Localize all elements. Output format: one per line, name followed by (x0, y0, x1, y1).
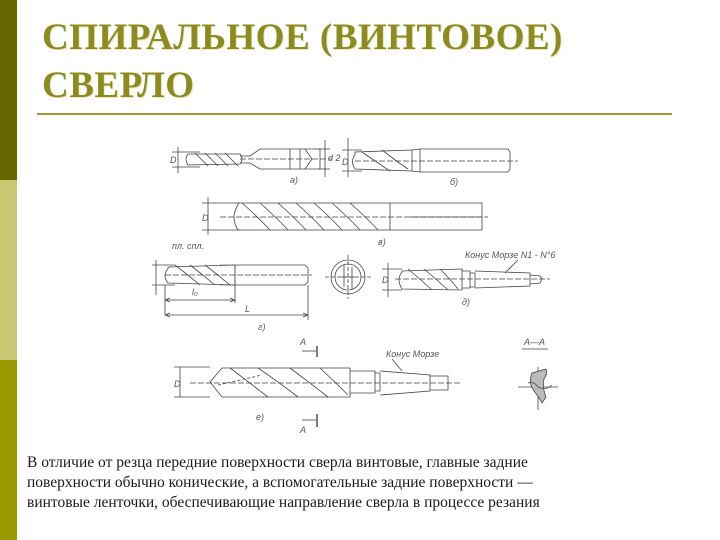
body-line-2: поверхности обычно конические, а вспомог… (27, 474, 533, 491)
label-D-d: D (382, 275, 389, 285)
label-d2: d 2 (328, 153, 341, 163)
label-morse: Конус Морзе (386, 349, 439, 359)
title-divider (37, 113, 672, 115)
label-d: д) (462, 297, 470, 307)
title-line-2: СВЕРЛО (42, 65, 195, 106)
label-morse-range: Конус Морзе N1 - N°6 (465, 250, 555, 260)
label-A-bottom: A (299, 425, 306, 435)
label-D-b: D (342, 157, 349, 167)
label-section: A—A (523, 337, 545, 347)
drill-drawings-figure: D d 2 а) D б) D в) (150, 135, 590, 445)
accent-bar-top (0, 0, 17, 180)
label-D-e: D (174, 379, 181, 389)
slide-title: СПИРАЛЬНОЕ (ВИНТОВОЕ) СВЕРЛО (42, 14, 702, 110)
drill-end-view (325, 255, 372, 299)
label-plate: пл. спл. (172, 241, 204, 251)
title-line-1: СПИРАЛЬНОЕ (ВИНТОВОЕ) (42, 17, 563, 58)
accent-bar-bottom (0, 360, 17, 540)
drill-g-drawing (152, 260, 312, 320)
label-b: б) (450, 177, 458, 187)
drill-d-drawing (382, 259, 550, 297)
body-paragraph: В отличие от резца передние поверхности … (27, 453, 707, 513)
drill-a-drawing (172, 140, 332, 177)
drill-b-drawing (342, 138, 518, 177)
body-line-1: В отличие от резца передние поверхности … (27, 454, 528, 471)
label-L: L (245, 304, 250, 314)
label-a: а) (290, 175, 298, 185)
section-A-A-drawing (518, 348, 558, 410)
label-D-a: D (170, 155, 177, 165)
label-v: в) (378, 237, 386, 247)
label-e: е) (256, 412, 264, 422)
body-line-3: винтовые ленточки, обеспечивающие направ… (27, 494, 540, 511)
accent-bar-middle (0, 180, 17, 360)
drill-e-drawing (174, 346, 460, 427)
label-D-v: D (202, 213, 209, 223)
drill-v-drawing (202, 197, 488, 235)
label-l0: l₀ (192, 287, 198, 297)
label-A-top: A (299, 337, 306, 347)
label-g: г) (258, 322, 265, 332)
